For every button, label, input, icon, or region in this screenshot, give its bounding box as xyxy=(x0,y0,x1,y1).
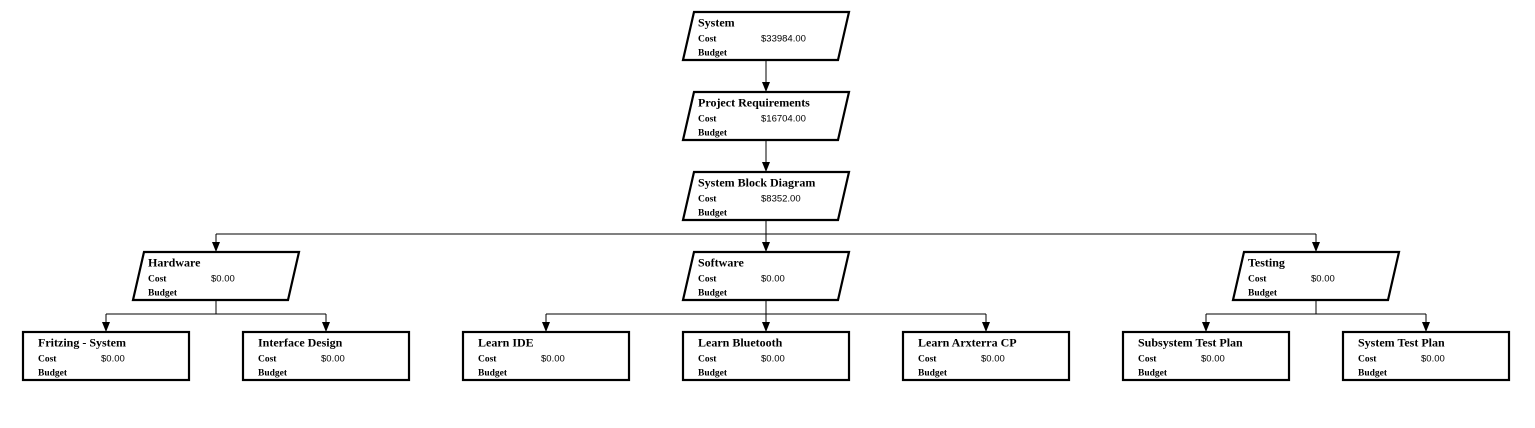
cost-label: Cost xyxy=(148,275,167,285)
node-title: Interface Design xyxy=(258,336,343,350)
node-title: Learn Arxterra CP xyxy=(918,336,1017,350)
node-shape xyxy=(461,330,631,382)
node-shape xyxy=(1121,330,1291,382)
cost-value: $0.00 xyxy=(1311,274,1335,285)
node-title: Project Requirements xyxy=(698,96,810,110)
cost-value: $0.00 xyxy=(541,354,565,365)
budget-label: Budget xyxy=(1248,289,1278,299)
cost-label: Cost xyxy=(698,355,717,365)
node-shape xyxy=(1231,250,1401,302)
node-title: Subsystem Test Plan xyxy=(1138,336,1243,350)
cost-label: Cost xyxy=(698,35,717,45)
budget-label: Budget xyxy=(698,289,728,299)
node-shape xyxy=(681,10,851,62)
node-shape xyxy=(21,330,191,382)
budget-label: Budget xyxy=(698,129,728,139)
budget-label: Budget xyxy=(1138,369,1168,379)
cost-value: $0.00 xyxy=(981,354,1005,365)
budget-label: Budget xyxy=(698,49,728,59)
node-title: System xyxy=(698,16,735,30)
cost-label: Cost xyxy=(258,355,277,365)
cost-value: $8352.00 xyxy=(761,194,801,205)
cost-label: Cost xyxy=(1138,355,1157,365)
cost-label: Cost xyxy=(698,195,717,205)
node-title: System Test Plan xyxy=(1358,336,1445,350)
node-title: Testing xyxy=(1248,256,1285,270)
cost-label: Cost xyxy=(1248,275,1267,285)
cost-value: $0.00 xyxy=(321,354,345,365)
node-title: System Block Diagram xyxy=(698,176,815,190)
node-shape xyxy=(901,330,1071,382)
node-shape xyxy=(681,90,851,142)
budget-label: Budget xyxy=(478,369,508,379)
cost-label: Cost xyxy=(1358,355,1377,365)
node-title: Fritzing - System xyxy=(38,336,126,350)
node-title: Software xyxy=(698,256,744,270)
node-shape xyxy=(681,330,851,382)
node-shape xyxy=(681,170,851,222)
connectors xyxy=(102,60,1430,332)
node-shape xyxy=(1341,330,1511,382)
node-shape xyxy=(241,330,411,382)
cost-label: Cost xyxy=(38,355,57,365)
budget-label: Budget xyxy=(698,369,728,379)
cost-label: Cost xyxy=(698,115,717,125)
node-title: Hardware xyxy=(148,256,201,270)
budget-label: Budget xyxy=(38,369,68,379)
node-shape xyxy=(131,250,301,302)
cost-label: Cost xyxy=(698,275,717,285)
budget-label: Budget xyxy=(698,209,728,219)
cost-value: $33984.00 xyxy=(761,34,806,45)
node-shape xyxy=(681,250,851,302)
cost-value: $0.00 xyxy=(101,354,125,365)
cost-value: $0.00 xyxy=(761,274,785,285)
budget-label: Budget xyxy=(258,369,288,379)
node-title: Learn Bluetooth xyxy=(698,336,783,350)
budget-label: Budget xyxy=(148,289,178,299)
node-title: Learn IDE xyxy=(478,336,534,350)
cost-value: $0.00 xyxy=(211,274,235,285)
cost-value: $0.00 xyxy=(1201,354,1225,365)
cost-label: Cost xyxy=(918,355,937,365)
cost-label: Cost xyxy=(478,355,497,365)
cost-value: $0.00 xyxy=(761,354,785,365)
budget-label: Budget xyxy=(1358,369,1388,379)
budget-label: Budget xyxy=(918,369,948,379)
cost-value: $0.00 xyxy=(1421,354,1445,365)
cost-value: $16704.00 xyxy=(761,114,806,125)
